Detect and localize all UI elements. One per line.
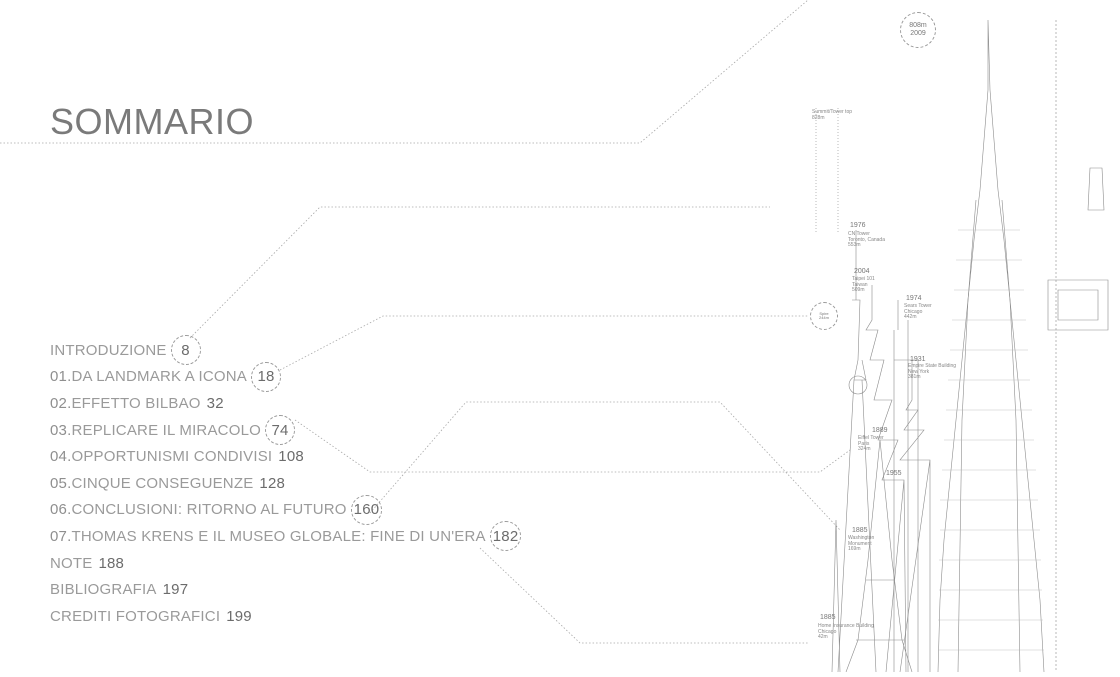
sears-label: Sears Tower Chicago 442m bbox=[904, 303, 932, 320]
year-label: 1976 bbox=[850, 222, 866, 229]
toc-page: 197 bbox=[162, 581, 189, 599]
toc-num: 03. bbox=[50, 421, 72, 439]
skyscraper-illustration: 808m 2009 1976 2004 1974 1931 1889 1885 … bbox=[808, 0, 1120, 673]
toc-item[interactable]: 04.OPPORTUNISMI CONDIVISI 108 bbox=[50, 443, 521, 470]
toc-label: CREDITI FOTOGRAFICI bbox=[50, 607, 221, 625]
toc-num: 07. bbox=[50, 527, 72, 545]
height-bubble: 808m 2009 bbox=[900, 12, 936, 48]
taipei-label: Taipei 101 Taiwan 509m bbox=[852, 276, 875, 293]
toc-num: 05. bbox=[50, 474, 72, 492]
toc-label: DA LANDMARK A ICONA bbox=[71, 368, 247, 386]
toc-item[interactable]: NOTE 188 bbox=[50, 550, 521, 577]
year-label: 1931 bbox=[910, 356, 926, 363]
toc-item[interactable]: CREDITI FOTOGRAFICI 199 bbox=[50, 603, 521, 630]
toc-num: 04. bbox=[50, 448, 72, 466]
toc-label: INTRODUZIONE bbox=[50, 341, 167, 359]
toc-label: BIBLIOGRAFIA bbox=[50, 581, 157, 599]
toc-label: CINQUE CONSEGUENZE bbox=[71, 474, 254, 492]
toc-label: OPPORTUNISMI CONDIVISI bbox=[71, 448, 273, 466]
toc-num: 06. bbox=[50, 501, 72, 519]
bubble-height: 808m bbox=[909, 22, 927, 30]
year-label: 2004 bbox=[854, 268, 870, 275]
toc-label: NOTE bbox=[50, 554, 93, 572]
page-title: SOMMARIO bbox=[50, 101, 255, 142]
toc-page: 188 bbox=[98, 554, 125, 572]
toc-page: 199 bbox=[226, 607, 252, 625]
toc-item[interactable]: 02.EFFETTO BILBAO 32 bbox=[50, 390, 521, 417]
spire-label: Spire 244m bbox=[818, 310, 829, 320]
toc-num: 01. bbox=[50, 368, 72, 386]
toc-page: 128 bbox=[259, 474, 286, 492]
toc-page: 74 bbox=[264, 415, 295, 446]
cn-tower-label: CN Tower Toronto, Canada 553m bbox=[848, 231, 885, 248]
toc-page: 18 bbox=[250, 361, 281, 392]
year-label: 1955 bbox=[886, 470, 902, 477]
toc-page: 160 bbox=[350, 494, 383, 525]
toc-item[interactable]: 05.CINQUE CONSEGUENZE 128 bbox=[50, 470, 521, 497]
washington-label: Washington Monument 169m bbox=[848, 535, 875, 552]
toc-label: THOMAS KRENS E IL MUSEO GLOBALE: FINE DI… bbox=[71, 527, 486, 545]
toc-label: CONCLUSIONI: RITORNO AL FUTURO bbox=[71, 501, 347, 519]
toc-page: 8 bbox=[170, 335, 201, 366]
eiffel-label: Eiffel Tower Paris 324m bbox=[858, 435, 884, 452]
summit-label: Summit/Tower top 828m bbox=[812, 109, 853, 121]
tower-drawing bbox=[815, 19, 1109, 673]
year-label: 1974 bbox=[906, 295, 922, 302]
spire-bubble: Spire 244m bbox=[810, 302, 838, 330]
year-label: 1885 bbox=[852, 527, 868, 534]
bubble-year: 2009 bbox=[910, 30, 926, 37]
toc-item[interactable]: 07.THOMAS KRENS E IL MUSEO GLOBALE: FINE… bbox=[50, 521, 522, 552]
empire-label: Empire State Building New York 381m bbox=[908, 363, 957, 380]
toc-num: 02. bbox=[50, 394, 72, 412]
toc-page: 182 bbox=[489, 521, 522, 552]
toc-page: 108 bbox=[278, 448, 304, 466]
toc-item[interactable]: BIBLIOGRAFIA 197 bbox=[50, 576, 521, 603]
toc-page: 32 bbox=[206, 394, 224, 412]
year-label: 1885 bbox=[820, 614, 836, 621]
toc-label: EFFETTO BILBAO bbox=[71, 394, 201, 412]
home-insurance-label: Home Insurance Building Chicago 42m bbox=[818, 623, 874, 640]
toc-label: REPLICARE IL MIRACOLO bbox=[71, 421, 261, 439]
year-label: 1889 bbox=[872, 427, 888, 434]
